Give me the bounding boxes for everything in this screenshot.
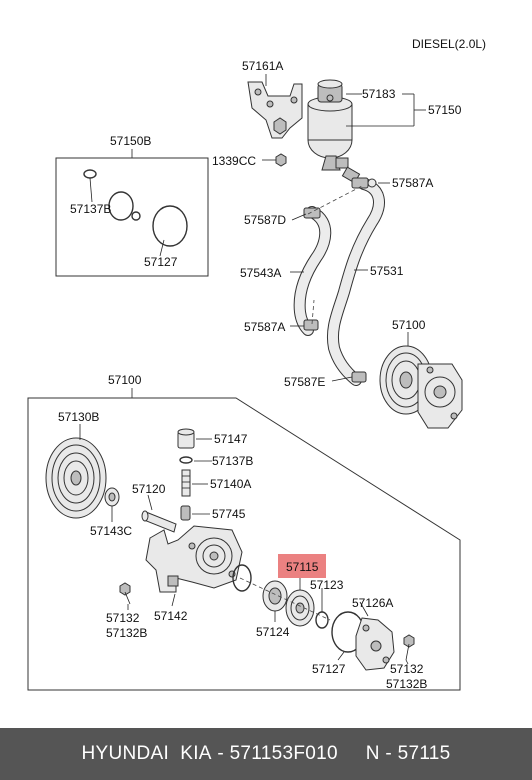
label-57132b-left: 57132B	[106, 626, 147, 640]
seal-kit-box	[55, 157, 209, 277]
label-57126a: 57126A	[352, 596, 393, 610]
hose-clamp-57587e	[351, 371, 367, 383]
fitting-57147	[177, 428, 195, 449]
main-leader-lines	[79, 424, 409, 665]
footer-part-number: 571153F010	[229, 743, 338, 764]
label-57142: 57142	[154, 609, 188, 623]
label-57100-box: 57100	[108, 373, 142, 387]
seal-57143c	[104, 487, 120, 507]
footer-separator: -	[211, 743, 230, 764]
spring-57745	[180, 505, 191, 521]
label-57587a-top: 57587A	[392, 176, 433, 190]
o-ring-housing	[232, 564, 252, 592]
rear-cover-57126a	[355, 617, 395, 671]
exploded-view-frame	[27, 397, 461, 691]
shaft-57120	[141, 510, 177, 533]
label-57127: 57127	[312, 662, 346, 676]
bolt-1339cc	[275, 153, 287, 167]
label-57132-right: 57132	[390, 662, 424, 676]
label-57147: 57147	[214, 432, 248, 446]
label-57132-left: 57132	[106, 611, 140, 625]
o-ring-57137b	[179, 456, 193, 464]
footer-brand: HYUNDAI KIA	[81, 743, 212, 764]
bolt-57132-right	[403, 634, 415, 661]
label-57140a: 57140A	[210, 477, 251, 491]
label-57130b: 57130B	[58, 410, 99, 424]
pump-assembly-thumbnail	[379, 345, 463, 429]
cam-ring-57124	[262, 580, 288, 612]
label-1339cc: 1339CC	[212, 154, 256, 168]
label-57543a: 57543A	[240, 266, 281, 280]
label-57150b: 57150B	[110, 134, 151, 148]
rotor-57115	[285, 589, 315, 627]
label-57587a-bottom: 57587A	[244, 320, 285, 334]
reservoir-bracket	[247, 81, 303, 139]
part-info-footer: HYUNDAI KIA - 571153F010 N - 57115	[0, 728, 532, 780]
reservoir-tank	[307, 79, 361, 184]
label-57115: 57115	[286, 560, 319, 574]
pulley	[45, 437, 107, 519]
parts-diagram: DIESEL(2.0L)	[27, 37, 486, 691]
bolt-57132-left	[119, 582, 131, 605]
label-57137b: 57137B	[212, 454, 253, 468]
hose-clamp-57587a-top	[351, 177, 377, 189]
label-57123: 57123	[310, 578, 344, 592]
suction-hose	[293, 206, 332, 336]
label-57587e: 57587E	[284, 375, 325, 389]
label-57127-kit: 57127	[144, 255, 178, 269]
footer-label: N - 57115	[365, 743, 451, 764]
hose-clamp-57587d	[303, 207, 321, 219]
top-leader-lines	[262, 74, 426, 382]
label-57150: 57150	[428, 103, 462, 117]
label-57120: 57120	[132, 482, 166, 496]
label-57183: 57183	[362, 87, 396, 101]
valve-57140a	[181, 469, 191, 497]
bracket-bolt	[273, 117, 287, 135]
pump-housing	[145, 525, 243, 593]
label-57587d: 57587D	[244, 213, 286, 227]
label-57132b-right: 57132B	[386, 677, 427, 691]
footer-spacer	[338, 743, 366, 765]
label-57100-top: 57100	[392, 318, 426, 332]
label-57531: 57531	[370, 264, 404, 278]
label-57745: 57745	[212, 507, 246, 521]
hose-clamp-57587a-bottom	[303, 319, 319, 331]
label-57124: 57124	[256, 625, 290, 639]
label-57143c: 57143C	[90, 524, 132, 538]
highlight-57115	[278, 554, 326, 578]
seal-kit-o-rings	[83, 169, 188, 247]
return-hose	[327, 178, 385, 386]
variant-label: DIESEL(2.0L)	[412, 37, 486, 51]
label-57137b-kit: 57137B	[70, 202, 111, 216]
label-57161a: 57161A	[242, 59, 283, 73]
